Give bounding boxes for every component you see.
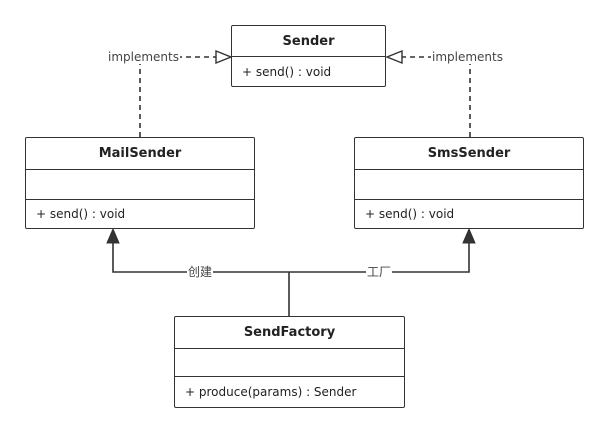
smssender-operations: + send() : void <box>355 200 583 227</box>
create-mail-line <box>112 243 289 273</box>
create-label: 创建 <box>187 265 214 279</box>
sender-operations: + send() : void <box>232 57 385 86</box>
sendfactory-attributes <box>175 349 404 377</box>
sms-implements-arrowhead <box>385 49 403 65</box>
mailsender-class[interactable]: MailSender + send() : void <box>25 137 255 229</box>
mailsender-operation: + send() : void <box>36 206 126 221</box>
create-sms-arrowhead <box>462 227 476 244</box>
create-sms-line <box>289 243 470 273</box>
sendfactory-operation: + produce(params) : Sender <box>185 384 357 399</box>
mail-implements-arrowhead <box>215 49 233 65</box>
factory-label: 工厂 <box>366 265 393 279</box>
sms-implements-label: implements <box>431 50 504 64</box>
sender-class-name: Sender <box>232 26 385 57</box>
smssender-class-name: SmsSender <box>355 138 583 170</box>
smssender-operation: + send() : void <box>365 206 455 221</box>
sendfactory-class[interactable]: SendFactory + produce(params) : Sender <box>174 316 405 408</box>
smssender-attributes <box>355 170 583 200</box>
create-mail-arrowhead <box>106 227 120 244</box>
sender-class[interactable]: Sender + send() : void <box>231 25 386 87</box>
sms-implements-line <box>402 56 471 137</box>
smssender-class[interactable]: SmsSender + send() : void <box>354 137 584 229</box>
sendfactory-class-name: SendFactory <box>175 317 404 349</box>
mailsender-attributes <box>26 170 254 200</box>
mail-implements-line <box>139 56 216 137</box>
mail-implements-label: implements <box>107 50 180 64</box>
mailsender-class-name: MailSender <box>26 138 254 170</box>
sender-operation: + send() : void <box>242 64 332 79</box>
mailsender-operations: + send() : void <box>26 200 254 227</box>
sendfactory-operations: + produce(params) : Sender <box>175 377 404 406</box>
